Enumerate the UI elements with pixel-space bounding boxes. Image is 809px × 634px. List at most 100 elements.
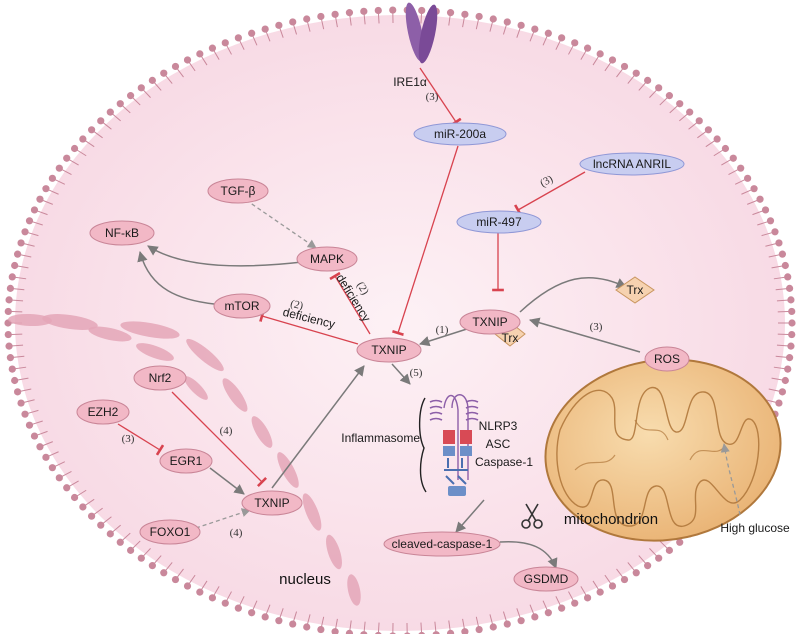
membrane-head — [571, 599, 579, 607]
free-labels: IRE1α Inflammasome NLRP3 ASC Caspase-1 m… — [279, 75, 790, 588]
mir497-label: miR-497 — [476, 215, 522, 229]
membrane-head — [489, 15, 497, 23]
membrane-head — [137, 84, 145, 92]
node-cleaved-caspase1: cleaved-caspase-1 — [383, 531, 501, 557]
node-nrf2: Nrf2 — [133, 365, 187, 391]
membrane-head — [517, 617, 525, 625]
node-trx-free: Trx — [615, 276, 655, 304]
membrane-head — [761, 206, 770, 214]
membrane-head — [750, 185, 758, 193]
node-foxo1: FOXO1 — [139, 519, 201, 545]
membrane-head — [87, 126, 96, 134]
nucleus-envelope-segment — [347, 574, 361, 606]
membrane-head — [695, 117, 703, 125]
membrane-head — [42, 185, 50, 193]
membrane-head — [25, 217, 34, 225]
step-ire1a: (3) — [426, 91, 439, 103]
membrane-head — [775, 399, 783, 407]
membrane-head — [644, 562, 652, 570]
membrane-head — [127, 546, 135, 554]
membrane-head — [788, 330, 796, 339]
membrane-head — [608, 582, 617, 590]
membrane-head — [583, 44, 592, 52]
membrane-head — [97, 117, 105, 125]
membrane-head — [317, 12, 325, 21]
inflammasome-label: Inflammasome — [341, 431, 420, 445]
membrane-head — [8, 365, 16, 373]
membrane-head — [665, 546, 673, 554]
membrane-head — [632, 69, 640, 77]
membrane-head — [461, 10, 469, 18]
membrane-head — [8, 273, 16, 281]
membrane-head — [36, 443, 44, 451]
membrane-head — [70, 493, 79, 502]
membrane-head — [148, 562, 156, 570]
membrane-head — [48, 464, 56, 472]
membrane-head — [571, 39, 579, 47]
membrane-head — [160, 69, 168, 77]
membrane-head — [275, 617, 283, 625]
tgfb-label: TGF-β — [221, 184, 256, 198]
membrane-head — [389, 6, 397, 14]
node-ros: ROS — [644, 346, 690, 372]
membrane-head — [676, 538, 684, 546]
membrane-head — [87, 512, 96, 520]
membrane-head — [360, 631, 368, 634]
step-nrf2: (4) — [220, 425, 233, 437]
membrane-head — [446, 629, 455, 634]
membrane-head — [221, 39, 229, 47]
membrane-head — [48, 174, 56, 182]
membrane-head — [331, 628, 339, 634]
high-glucose-label: High glucose — [720, 521, 790, 535]
membrane-head — [729, 154, 737, 162]
cleaved-caspase1-label: cleaved-caspase-1 — [392, 537, 493, 551]
membrane-head — [785, 284, 794, 292]
membrane-head — [79, 135, 87, 143]
node-txnip-center: TXNIP — [356, 337, 422, 363]
membrane-head — [781, 376, 789, 385]
node-mir497: miR-497 — [456, 210, 542, 234]
membrane-head — [303, 623, 311, 631]
membrane-head — [360, 7, 368, 15]
membrane-head — [97, 521, 105, 529]
membrane-head — [775, 239, 783, 247]
membrane-head — [374, 6, 382, 15]
membrane-head — [106, 530, 114, 538]
membrane-head — [784, 273, 792, 281]
membrane-head — [517, 21, 525, 29]
membrane-head — [25, 421, 34, 429]
egr1-label: EGR1 — [170, 454, 203, 468]
membrane-head — [558, 34, 566, 42]
node-mapk: MAPK — [296, 246, 358, 272]
step-lncrna: (3) — [538, 173, 555, 190]
step-ros: (3) — [590, 321, 603, 333]
membrane-head — [375, 631, 382, 634]
ire1a-receptor-icon — [405, 2, 438, 64]
membrane-head — [148, 76, 156, 84]
membrane-head — [475, 12, 483, 21]
ezh2-label: EZH2 — [88, 405, 119, 419]
nucleus-envelope-segment — [186, 338, 224, 372]
membrane-head — [608, 56, 617, 64]
membrane-head — [183, 582, 192, 590]
nucleus-label: nucleus — [279, 571, 331, 588]
membrane-head — [345, 629, 354, 634]
membrane-head — [756, 195, 764, 203]
membrane-head — [116, 100, 124, 108]
membrane-head — [6, 354, 15, 362]
membrane-head — [4, 307, 12, 316]
step-ezh2: (3) — [122, 433, 135, 445]
membrane-head — [160, 569, 168, 577]
membrane-head — [79, 503, 87, 511]
membrane-head — [345, 9, 354, 17]
membrane-head — [289, 18, 297, 26]
mitochondrion — [544, 358, 782, 542]
nodes: miR-200a lncRNA ANRIL miR-497 TGF-β NF-κ… — [76, 122, 690, 592]
membrane-head — [127, 92, 135, 100]
membrane-head — [36, 195, 44, 203]
membrane-head — [686, 108, 694, 116]
membrane-head — [13, 250, 22, 258]
membrane-head — [704, 126, 713, 134]
membrane-head — [446, 9, 455, 17]
